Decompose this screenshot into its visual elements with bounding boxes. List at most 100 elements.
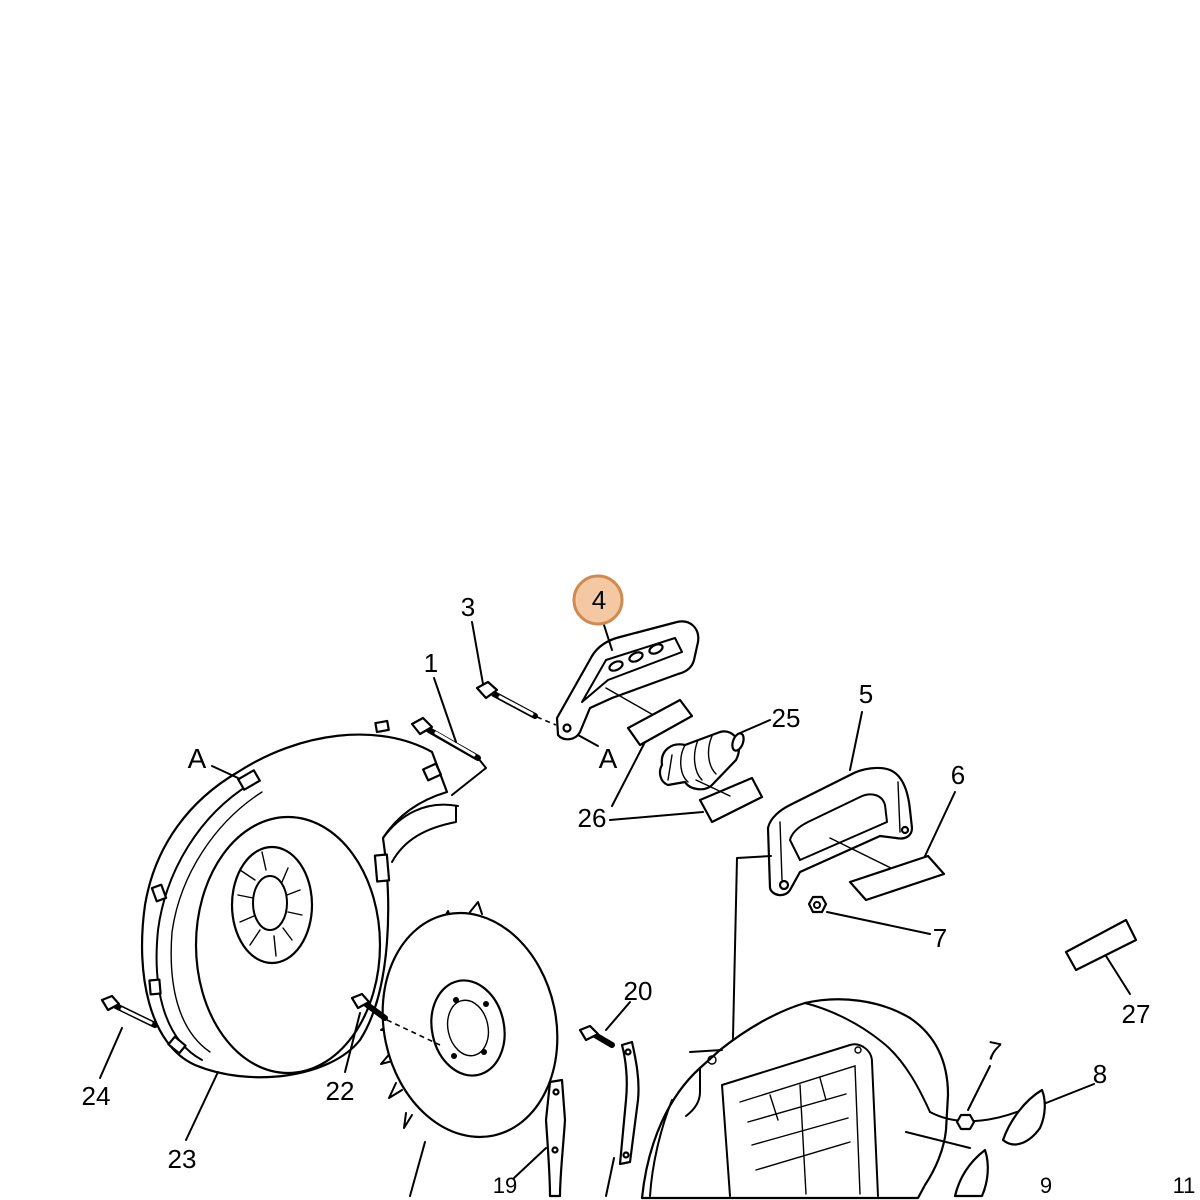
handle-to-tape-line xyxy=(829,837,896,871)
leader-27 xyxy=(1105,955,1131,995)
fan-shroud-lug-mid xyxy=(150,883,168,903)
rubber-mount-ridges xyxy=(667,735,717,783)
bracket-slot-3 xyxy=(648,643,664,655)
rubber-mount xyxy=(658,730,745,797)
leader-20 xyxy=(605,1001,631,1031)
leader-8 xyxy=(1045,1083,1095,1104)
callout-a-right[interactable]: A xyxy=(599,743,618,774)
fan-rotor-hole-2 xyxy=(483,1001,489,1007)
leader-4 xyxy=(603,624,613,651)
bolt-part-20 xyxy=(578,1024,615,1048)
nut-7-lower-body xyxy=(955,1113,976,1131)
fan-rotor-hole-3 xyxy=(481,1049,487,1055)
leader-22 xyxy=(344,1012,361,1073)
bracket-slot-1 xyxy=(608,660,624,672)
fan-shroud-lug-low xyxy=(148,978,162,996)
bolt-part-24 xyxy=(100,994,158,1028)
callout-22[interactable]: 22 xyxy=(326,1076,355,1106)
fan-rotor-hole-4 xyxy=(451,1053,457,1059)
callout-20[interactable]: 20 xyxy=(624,976,653,1006)
leader-1 xyxy=(433,677,457,743)
callout-27[interactable]: 27 xyxy=(1122,999,1151,1029)
handle-bracket-edge xyxy=(779,781,901,881)
bolt-20-shaft xyxy=(592,1032,615,1048)
bolt-1-head xyxy=(410,716,434,736)
leader-3 xyxy=(471,621,484,685)
fan-shroud-lug-top xyxy=(374,719,390,734)
engine-casing xyxy=(640,998,1041,1200)
gasket-19-hole-2 xyxy=(551,1146,559,1154)
bracket-slot-2 xyxy=(628,651,644,663)
callout-9[interactable]: 9 xyxy=(1040,1173,1052,1198)
callout-7-upper[interactable]: 7 xyxy=(933,923,947,953)
callout-7-lower[interactable]: 7 xyxy=(984,1035,1004,1067)
fan-shroud-lug-left xyxy=(237,769,261,791)
leader-fan-bottom xyxy=(409,1141,426,1197)
handle-bracket xyxy=(731,766,914,1083)
fan-shroud-rim-inner xyxy=(170,791,263,1053)
fan-shroud-rim xyxy=(155,783,251,1061)
rubber-mount-to-tape-line xyxy=(695,779,731,797)
bolt-part-22 xyxy=(350,992,441,1046)
fan-shroud-opening xyxy=(382,803,459,863)
fan-shroud xyxy=(140,719,459,1079)
callout-1[interactable]: 1 xyxy=(424,648,438,678)
bolt-24-head xyxy=(100,994,121,1012)
fan-rotor xyxy=(380,901,559,1139)
fan-shroud-lug-clamp xyxy=(422,762,442,782)
engine-casing-inner-frame xyxy=(721,1043,879,1197)
leader-6 xyxy=(924,791,956,857)
rubber-mount-body xyxy=(658,730,741,791)
callout-a-left[interactable]: A xyxy=(188,743,207,774)
leader-a-right xyxy=(577,734,599,747)
tape-part-6 xyxy=(848,854,946,902)
leader-lines xyxy=(99,621,1131,1197)
callout-4[interactable]: 4 xyxy=(592,585,606,615)
bolt-3-shaft-highlight xyxy=(498,695,534,716)
fan-shroud-hub-detail xyxy=(237,851,303,957)
callout-26[interactable]: 26 xyxy=(578,803,607,833)
bolt-22-alignment xyxy=(386,1019,441,1046)
fan-shroud-lug-bottom xyxy=(167,1035,187,1055)
leader-26-upper xyxy=(611,741,646,807)
bracket-inner-frame xyxy=(581,637,683,703)
bracket-part xyxy=(555,620,700,741)
bolt-3-alignment xyxy=(536,716,557,726)
bolt-part-3 xyxy=(475,680,557,726)
gasket-19-hole-1 xyxy=(552,1088,560,1096)
fan-shroud-hub-center xyxy=(252,875,288,931)
callout-19[interactable]: 19 xyxy=(493,1173,517,1198)
callout-4-highlight[interactable] xyxy=(572,574,624,626)
leader-5 xyxy=(849,711,863,771)
callout-6[interactable]: 6 xyxy=(951,760,965,790)
callout-23[interactable]: 23 xyxy=(168,1144,197,1174)
bolt-20-head xyxy=(578,1024,600,1042)
bracket-to-tape-line xyxy=(605,687,656,717)
callout-24[interactable]: 24 xyxy=(82,1081,111,1111)
engine-casing-outline xyxy=(640,998,950,1200)
callout-11[interactable]: 11 xyxy=(1173,1173,1196,1198)
leader-a-left xyxy=(211,765,239,779)
tape-part-26-lower xyxy=(698,776,764,824)
bolt-22-shaft xyxy=(363,1001,388,1021)
handle-to-casing-line xyxy=(731,855,772,1083)
engine-casing-flange xyxy=(649,1049,723,1197)
handle-bracket-opening xyxy=(789,793,888,861)
callout-5[interactable]: 5 xyxy=(859,679,873,709)
bolt-1-shaft-highlight xyxy=(434,731,476,757)
gasket-right-hole-2 xyxy=(622,1151,630,1159)
handle-bracket-hole-right xyxy=(900,825,910,835)
callout-25[interactable]: 25 xyxy=(772,703,801,733)
gasket-strip-19 xyxy=(544,1078,567,1198)
engine-casing-bolt-holes xyxy=(707,1046,862,1065)
callout-3[interactable]: 3 xyxy=(461,592,475,622)
gasket-strip-right xyxy=(618,1040,640,1166)
callouts: 3 4 1 A A 25 5 6 26 7 27 20 24 22 23 7 8… xyxy=(82,574,1196,1198)
engine-casing-dome xyxy=(804,1002,931,1113)
tape-part-26-upper xyxy=(626,698,694,747)
callout-8[interactable]: 8 xyxy=(1093,1059,1107,1089)
gasket-right-hole-1 xyxy=(624,1048,632,1056)
plate-part-27 xyxy=(1064,918,1138,972)
handle-bracket-hole-left xyxy=(778,879,790,891)
